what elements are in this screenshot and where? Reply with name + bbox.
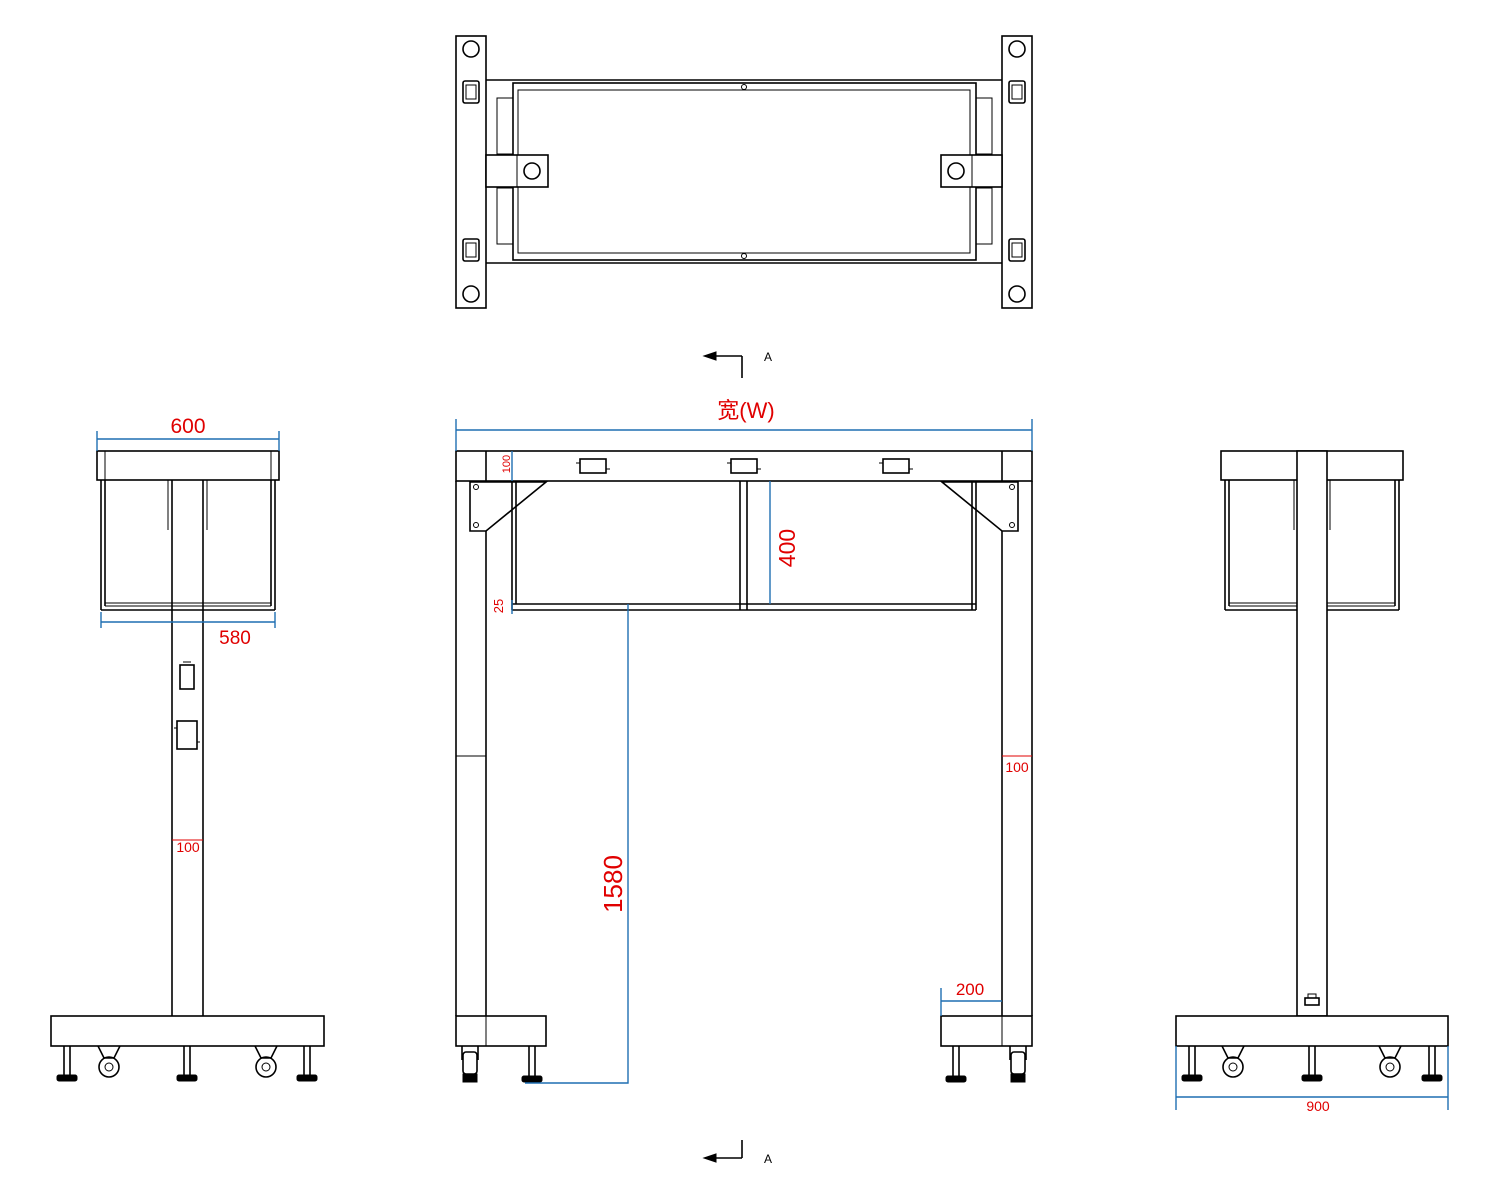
left-top-beam <box>96 450 280 481</box>
dim-side-inner-width: 580 <box>219 628 251 649</box>
leveling-foot-icon <box>176 1046 198 1082</box>
right-side-view: 900 <box>1175 450 1449 1114</box>
bolt-hole-icon <box>1008 285 1026 303</box>
dim-front-shelf: 25 <box>491 599 506 613</box>
leveling-foot-icon <box>521 1046 543 1083</box>
front-left-bracket <box>469 481 549 532</box>
dim-front-drop: 400 <box>774 529 800 567</box>
outlet-box-icon <box>727 458 761 474</box>
outlet-box-icon <box>879 458 913 474</box>
top-view <box>455 35 1033 309</box>
dim-front-base: 200 <box>956 980 984 999</box>
front-top-beam <box>455 450 1033 482</box>
caster-wheel-icon <box>254 1045 278 1078</box>
caster-wheel-icon <box>1378 1045 1402 1078</box>
caster-wheel-icon <box>1009 1046 1027 1083</box>
right-base <box>1175 1015 1449 1047</box>
front-right-base <box>940 1015 1033 1047</box>
dim-right-base: 900 <box>1306 1098 1330 1114</box>
section-marker-top-label: A <box>764 350 772 364</box>
caster-pad-icon <box>1008 80 1026 104</box>
front-right-bracket <box>939 481 1019 532</box>
section-marker-top: A <box>702 350 772 378</box>
section-marker-bottom-label: A <box>764 1152 772 1166</box>
top-view-frame <box>512 82 977 261</box>
dim-front-beam: 100 <box>501 455 513 473</box>
dim-front-leg: 100 <box>1005 759 1029 775</box>
caster-wheel-icon <box>1221 1045 1245 1078</box>
caster-pad-icon <box>462 238 480 262</box>
bolt-hole-icon <box>947 162 965 180</box>
caster-pad-icon <box>462 80 480 104</box>
bolt-hole-icon <box>523 162 541 180</box>
bolt-hole-icon <box>462 40 480 58</box>
bolt-hole-icon <box>462 285 480 303</box>
top-view-right-rail <box>1001 35 1033 309</box>
lock-icon <box>1304 993 1320 1006</box>
leveling-foot-icon <box>1301 1046 1323 1082</box>
leveling-foot-icon <box>945 1046 967 1083</box>
left-side-view: 600 580 100 <box>50 415 325 1082</box>
dim-side-top-width: 600 <box>170 415 205 438</box>
top-view-left-rail <box>455 35 487 309</box>
outlet-box-icon <box>576 458 610 474</box>
leveling-foot-icon <box>1421 1046 1443 1082</box>
right-post <box>1296 450 1328 1017</box>
dim-front-height: 1580 <box>598 855 628 913</box>
outlet-box-icon <box>179 664 195 690</box>
dim-width: 宽(W) <box>717 398 774 423</box>
left-base <box>50 1015 325 1047</box>
front-view: 宽(W) 100 400 25 1580 100 200 <box>455 398 1033 1084</box>
leveling-foot-icon <box>296 1046 318 1082</box>
caster-wheel-icon <box>461 1046 479 1083</box>
leveling-foot-icon <box>1181 1046 1203 1082</box>
caster-pad-icon <box>1008 238 1026 262</box>
outlet-box-icon <box>176 720 198 750</box>
leveling-foot-icon <box>56 1046 78 1082</box>
front-left-base <box>455 1015 547 1047</box>
dim-side-post: 100 <box>176 839 200 855</box>
section-marker-bottom: A <box>702 1140 772 1166</box>
caster-wheel-icon <box>97 1045 121 1078</box>
bolt-hole-icon <box>1008 40 1026 58</box>
